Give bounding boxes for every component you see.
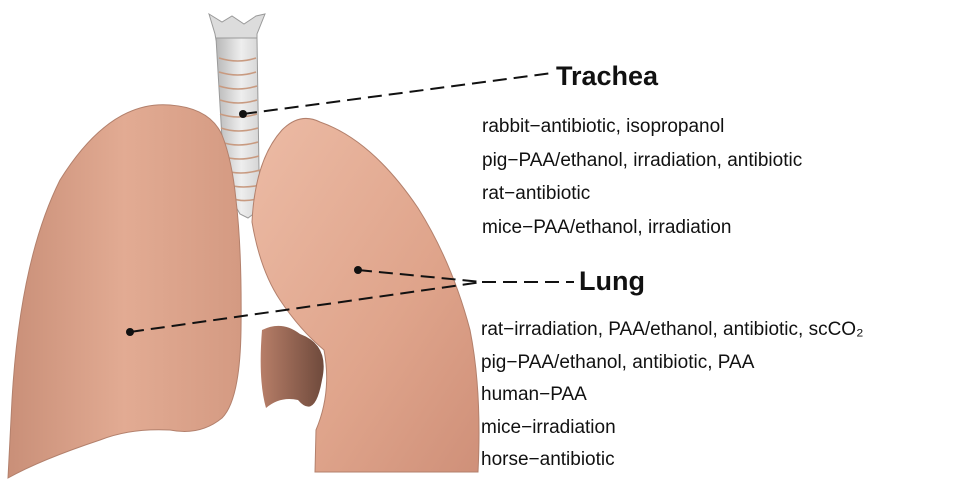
- lung-entry-pig: pig−PAA/ethanol, antibiotic, PAA: [481, 352, 863, 374]
- trachea-entry-pig: pig−PAA/ethanol, irradiation, antibiotic: [482, 150, 802, 172]
- left-lung-marker-dot: [126, 328, 134, 336]
- trachea-heading: Trachea: [556, 61, 658, 91]
- right-lung-marker-dot: [354, 266, 362, 274]
- lung-entry-mice: mice−irradiation: [481, 417, 863, 439]
- trachea-entry-list: rabbit−antibiotic, isopropanol pig−PAA/e…: [482, 116, 802, 250]
- lung-heading: Lung: [579, 266, 645, 296]
- right-lung: [252, 118, 479, 472]
- left-lung: [8, 105, 241, 478]
- lung-entry-list: rat−irradiation, PAA/ethanol, antibiotic…: [481, 319, 863, 482]
- trachea-top-cartilage: [209, 14, 265, 40]
- trachea-entry-rabbit: rabbit−antibiotic, isopropanol: [482, 116, 802, 138]
- lung-entry-rat: rat−irradiation, PAA/ethanol, antibiotic…: [481, 319, 863, 341]
- trachea-entry-mice: mice−PAA/ethanol, irradiation: [482, 217, 802, 239]
- trachea-marker-dot: [239, 110, 247, 118]
- lung-entry-human: human−PAA: [481, 384, 863, 406]
- trachea-entry-rat: rat−antibiotic: [482, 183, 802, 205]
- trachea-leader-line: [243, 73, 552, 114]
- lung-entry-horse: horse−antibiotic: [481, 449, 863, 471]
